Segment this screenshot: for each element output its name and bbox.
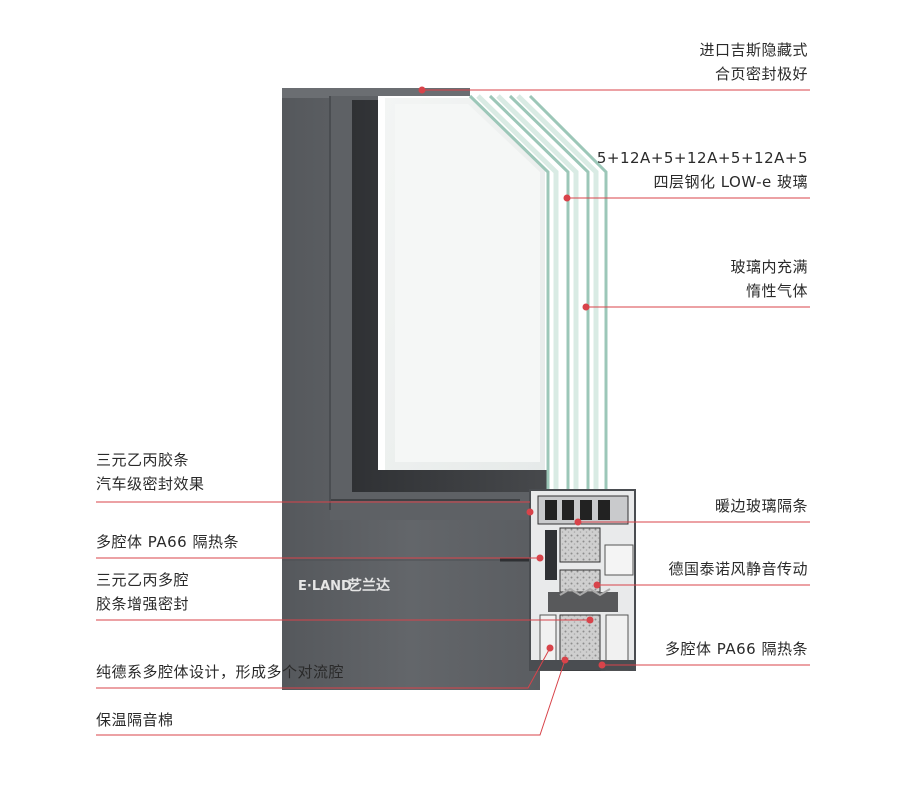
logo-latin: E·LAND	[298, 579, 352, 594]
glass-pane	[385, 94, 608, 490]
label-multi-chamber-design: 纯德系多腔体设计，形成多个对流腔	[96, 663, 345, 681]
brand-logo: E·LAND 艺兰达	[298, 577, 390, 594]
label-epdm-gasket: 三元乙丙胶条 汽车级密封效果	[96, 451, 205, 493]
logo-cn: 艺兰达	[348, 577, 390, 594]
profile-section	[529, 489, 636, 671]
leader-lines-left	[96, 501, 590, 736]
leader-dots-right	[418, 86, 606, 669]
window-frame	[282, 88, 548, 690]
label-pa66-thermal-break-left: 多腔体 PA66 隔热条	[96, 533, 239, 551]
label-hidden-hinge: 进口吉斯隐藏式 合页密封极好	[699, 41, 808, 83]
label-roto-hardware: 德国泰诺风静音传动	[668, 560, 808, 578]
label-insulation-wool: 保温隔音棉	[96, 711, 174, 729]
label-warm-edge-spacer: 暖边玻璃隔条	[714, 497, 808, 515]
leader-dots-left	[526, 508, 594, 664]
leader-lines-right	[422, 89, 810, 666]
label-glass-spec: 5+12A+5+12A+5+12A+5 四层钢化 LOW-e 玻璃	[596, 149, 808, 191]
label-inert-gas: 玻璃内充满 惰性气体	[730, 258, 808, 300]
label-epdm-multi-cavity: 三元乙丙多腔 胶条增强密封	[96, 571, 190, 613]
label-pa66-thermal-break-right: 多腔体 PA66 隔热条	[665, 640, 808, 658]
